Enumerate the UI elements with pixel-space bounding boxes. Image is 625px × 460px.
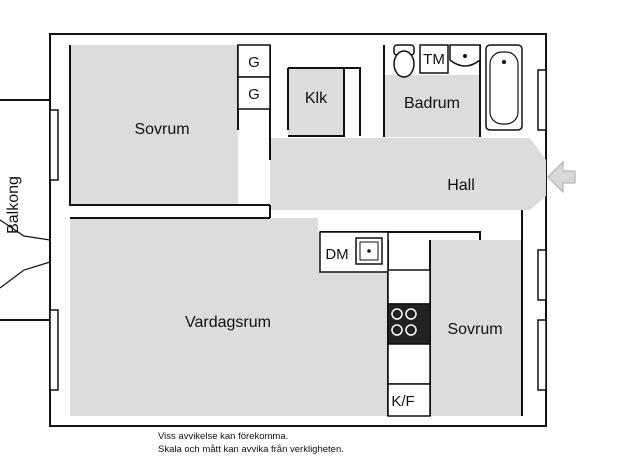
floor-hall [270,138,546,210]
disclaimer-line-1: Viss avvikelse kan förekomma. [158,431,289,442]
floor-areas [70,45,546,416]
disclaimer: Viss avvikelse kan förekomma. Skala och … [158,430,344,456]
counter-mid [387,269,431,305]
room-hall: Hall [447,177,475,194]
washbasin-icon [449,44,481,67]
room-vardagsrum: Vardagsrum [185,314,271,331]
room-sovrum-1: Sovrum [134,121,189,138]
klk-walls [288,67,345,137]
label-diskmaskin: DM [325,246,348,263]
counter-low [387,343,431,385]
label-tvattmaskin: TM [423,51,445,68]
kitchen [319,231,431,417]
toilet-icon [393,44,415,78]
floor-sovrum-2 [430,240,522,416]
label-garderob-1: G [248,54,260,71]
floor-badrum [384,75,480,137]
label-garderob-2: G [248,86,260,103]
kyl-frys-box [387,383,431,417]
balcony [0,99,51,321]
label-kyl-frys: K/F [391,393,414,410]
room-balkong: Balkong [5,176,22,234]
sink-icon [355,237,383,265]
garderob-units [237,44,271,110]
stove-icon [387,303,431,345]
disclaimer-line-2: Skala och mått kan avvika från verklighe… [158,444,344,455]
bathtub-icon [485,44,523,131]
tm-box [419,44,449,74]
floor-klk [288,68,344,136]
floor-sovrum-1 [70,45,238,205]
door-swing-icon [0,219,51,241]
windows-left [49,109,59,391]
bathroom-fixtures [393,44,523,131]
windows-right [537,69,547,391]
entrance-arrow-icon [547,160,576,194]
room-sovrum-2: Sovrum [447,321,502,338]
floor-vardagsrum [70,218,388,416]
room-klk: Klk [305,90,328,107]
room-badrum: Badrum [404,95,460,112]
